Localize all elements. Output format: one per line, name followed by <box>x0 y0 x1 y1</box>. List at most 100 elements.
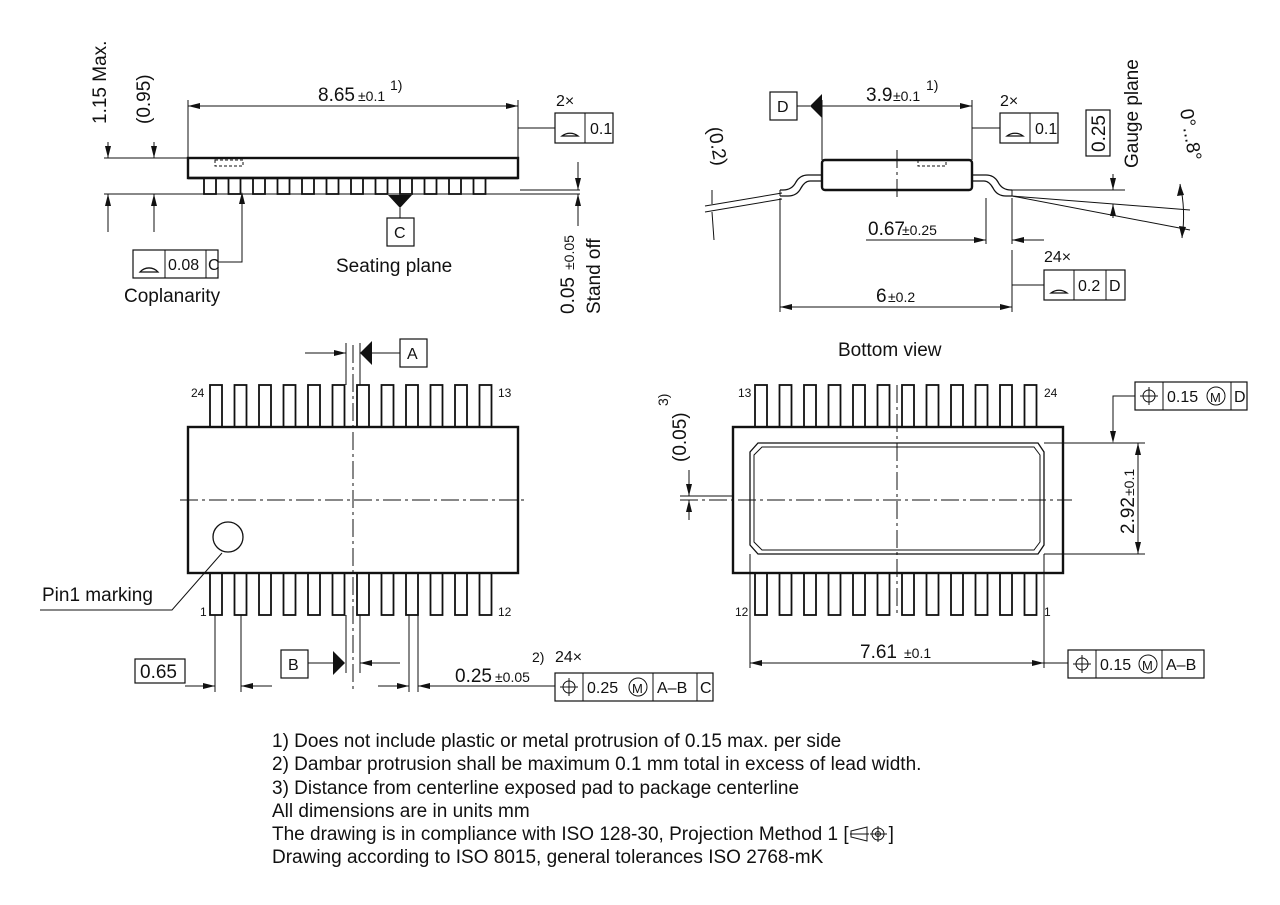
body-width-tolerance: ±0.1 <box>893 88 920 104</box>
lead-pin <box>209 384 223 428</box>
lead-foot <box>350 177 364 195</box>
lead-pin <box>356 384 370 428</box>
datum-d-label: D <box>777 99 789 116</box>
lead-thickness-ref: (0.2) <box>703 125 730 167</box>
mmc-modifier-icon <box>628 677 648 697</box>
note-bracket-close: ] <box>888 824 894 846</box>
gauge-plane-label: Gauge plane <box>1122 59 1143 168</box>
pad-length-tolerance: ±0.1 <box>904 645 931 661</box>
lead-pin <box>356 572 370 616</box>
lead-foot <box>325 177 340 195</box>
top-view-upper-pins <box>209 384 493 428</box>
lead-foot <box>423 177 438 195</box>
lead-pin <box>454 572 468 616</box>
end-view: (0.2) D 3.9 ±0.1 1) 2× 0.1 0.25 Gauge pl… <box>703 59 1205 312</box>
lead-foot <box>203 177 217 195</box>
pad-width-tolerance: ±0.1 <box>1121 469 1137 496</box>
bottom-view-upper-pins <box>754 384 1038 428</box>
lead-pin <box>209 572 223 616</box>
standoff-value: 0.05 <box>558 277 579 314</box>
side-view-marking <box>214 159 244 167</box>
profile-symbol-icon <box>138 267 160 273</box>
lead-pin <box>925 572 940 616</box>
lead-pin <box>307 384 321 428</box>
lead-pin <box>1023 384 1038 428</box>
lead-pin <box>380 384 395 428</box>
lead-pin <box>331 384 346 428</box>
side-view-body <box>186 156 520 180</box>
mmc-modifier-icon <box>1138 654 1158 674</box>
lead-pin <box>1023 572 1038 616</box>
body-length-note: 1) <box>390 77 402 93</box>
lead-pin <box>950 572 964 616</box>
lead-profile-value: 0.2 <box>1078 278 1100 295</box>
lead-pin <box>778 572 793 616</box>
lead-pin <box>852 384 866 428</box>
lead-foot <box>374 177 389 195</box>
bottom-view-lower-pins <box>754 572 1038 616</box>
lead-foot <box>472 177 487 195</box>
pin-number: 13 <box>498 386 512 400</box>
bottom-view: Bottom view 13 24 12 1 (0.05) 3) 2.92 ±0… <box>655 340 1248 679</box>
width-profile-count: 2× <box>1000 93 1018 110</box>
pin-number: 1 <box>200 605 207 619</box>
lead-profile-datum: D <box>1109 278 1121 295</box>
pad-offset-ref: (0.05) <box>670 412 691 462</box>
note-line: 1) Does not include plastic or metal pro… <box>272 731 842 752</box>
lead-position-datum2: C <box>700 680 712 697</box>
lead-pin <box>258 572 272 616</box>
note-line-projection: The drawing is in compliance with ISO 12… <box>272 823 921 846</box>
lead-pin <box>478 572 493 616</box>
lead-pin <box>282 572 297 616</box>
pin-number: 12 <box>735 605 749 619</box>
foot-length-tolerance: ±0.25 <box>902 222 937 238</box>
lead-pin <box>258 384 272 428</box>
pin-number: 13 <box>738 386 752 400</box>
pad-position-d-value: 0.15 <box>1167 389 1198 406</box>
lead-pin <box>974 384 989 428</box>
lead-pin <box>429 384 444 428</box>
lead-foot <box>252 177 266 195</box>
lead-foot <box>301 177 315 195</box>
lead-pin <box>852 572 866 616</box>
seating-plane-label: Seating plane <box>336 256 452 277</box>
pad-length-value: 7.61 <box>860 642 897 663</box>
pitch-value: 0.65 <box>140 662 177 683</box>
lead-foot <box>448 177 462 195</box>
lead-pin <box>307 572 321 616</box>
lead-pin <box>778 384 793 428</box>
lead-foot <box>276 177 291 195</box>
overall-width-value: 6 <box>876 286 887 307</box>
note-line: The drawing is in compliance with ISO 12… <box>272 824 849 846</box>
pin1-marking-label: Pin1 marking <box>42 585 153 606</box>
body-length-value: 8.65 <box>318 85 355 106</box>
datum-a-box <box>399 338 428 368</box>
body-length-tolerance: ±0.1 <box>358 88 385 104</box>
datum-a-label: A <box>407 346 418 363</box>
top-view-lower-pins <box>209 572 493 616</box>
side-view-leads <box>203 177 487 195</box>
lead-pin <box>478 384 493 428</box>
pad-position-ab-datums: A–B <box>1166 657 1196 674</box>
right-lead <box>972 174 1012 191</box>
datum-b-box <box>280 649 309 679</box>
lead-pin <box>999 572 1013 616</box>
pad-position-d-datum: D <box>1234 389 1246 406</box>
coplanarity-label: Coplanarity <box>124 286 221 307</box>
lead-pin <box>950 384 964 428</box>
lead-pin <box>233 384 248 428</box>
lead-foot <box>227 177 242 195</box>
lead-pin <box>974 572 989 616</box>
pitch-box <box>134 658 186 684</box>
coplanarity-datum: C <box>208 257 220 274</box>
lead-profile-count: 24× <box>1044 249 1071 266</box>
coplanarity-value: 0.08 <box>168 257 199 274</box>
pad-position-ab-modifier: M <box>1142 658 1153 673</box>
side-view: 8.65 ±0.1 1) 1.15 Max. (0.95) 2× 0.1 0.0… <box>90 41 614 314</box>
body-width-value: 3.9 <box>866 85 892 106</box>
lead-pin <box>827 572 842 616</box>
lead-pin <box>999 384 1013 428</box>
lead-pin <box>876 572 891 616</box>
lead-pin <box>925 384 940 428</box>
